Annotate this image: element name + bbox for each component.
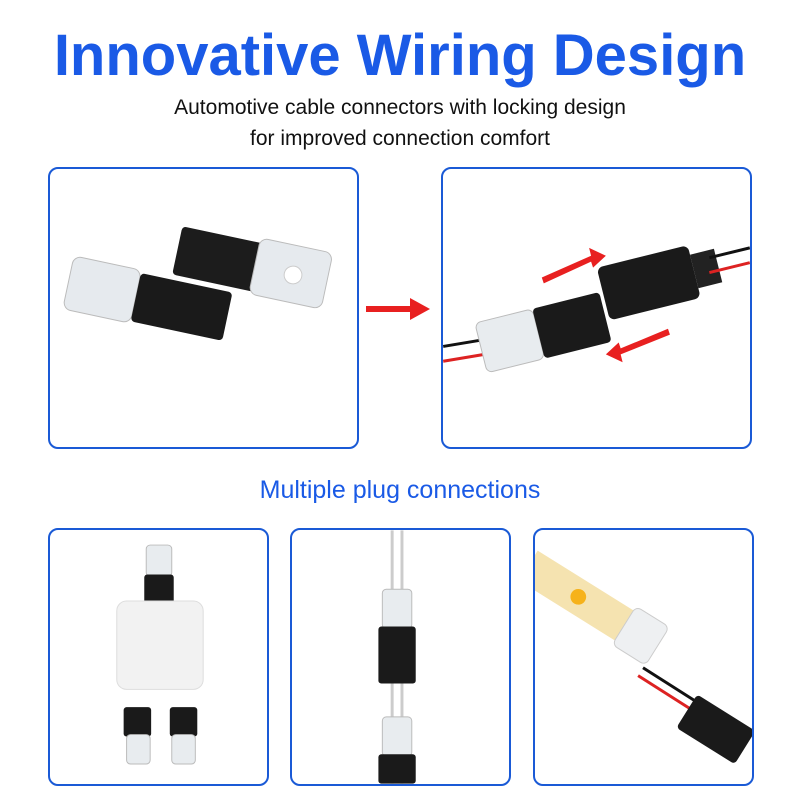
section-heading: Multiple plug connections [259,476,541,504]
inline-connector-image [290,528,511,786]
arrow-right-icon [366,298,430,320]
splitter-image [48,528,269,786]
connector-connecting-image [441,167,752,449]
page-title: Innovative Wiring Design [53,23,747,88]
led-strip-connector-image [533,528,754,786]
subtitle-line-2: for improved connection comfort [250,127,550,150]
subtitle-line-1: Automotive cable connectors with locking… [174,96,626,119]
connector-pair-image [48,167,359,449]
